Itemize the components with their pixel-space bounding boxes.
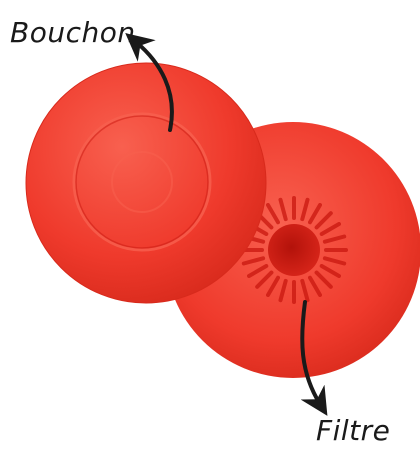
cap-disc-body [26, 63, 266, 303]
cap-disc [26, 63, 266, 303]
label-cap: Bouchon [10, 16, 136, 49]
label-filter: Filtre [316, 414, 390, 447]
filter-center [268, 224, 320, 276]
